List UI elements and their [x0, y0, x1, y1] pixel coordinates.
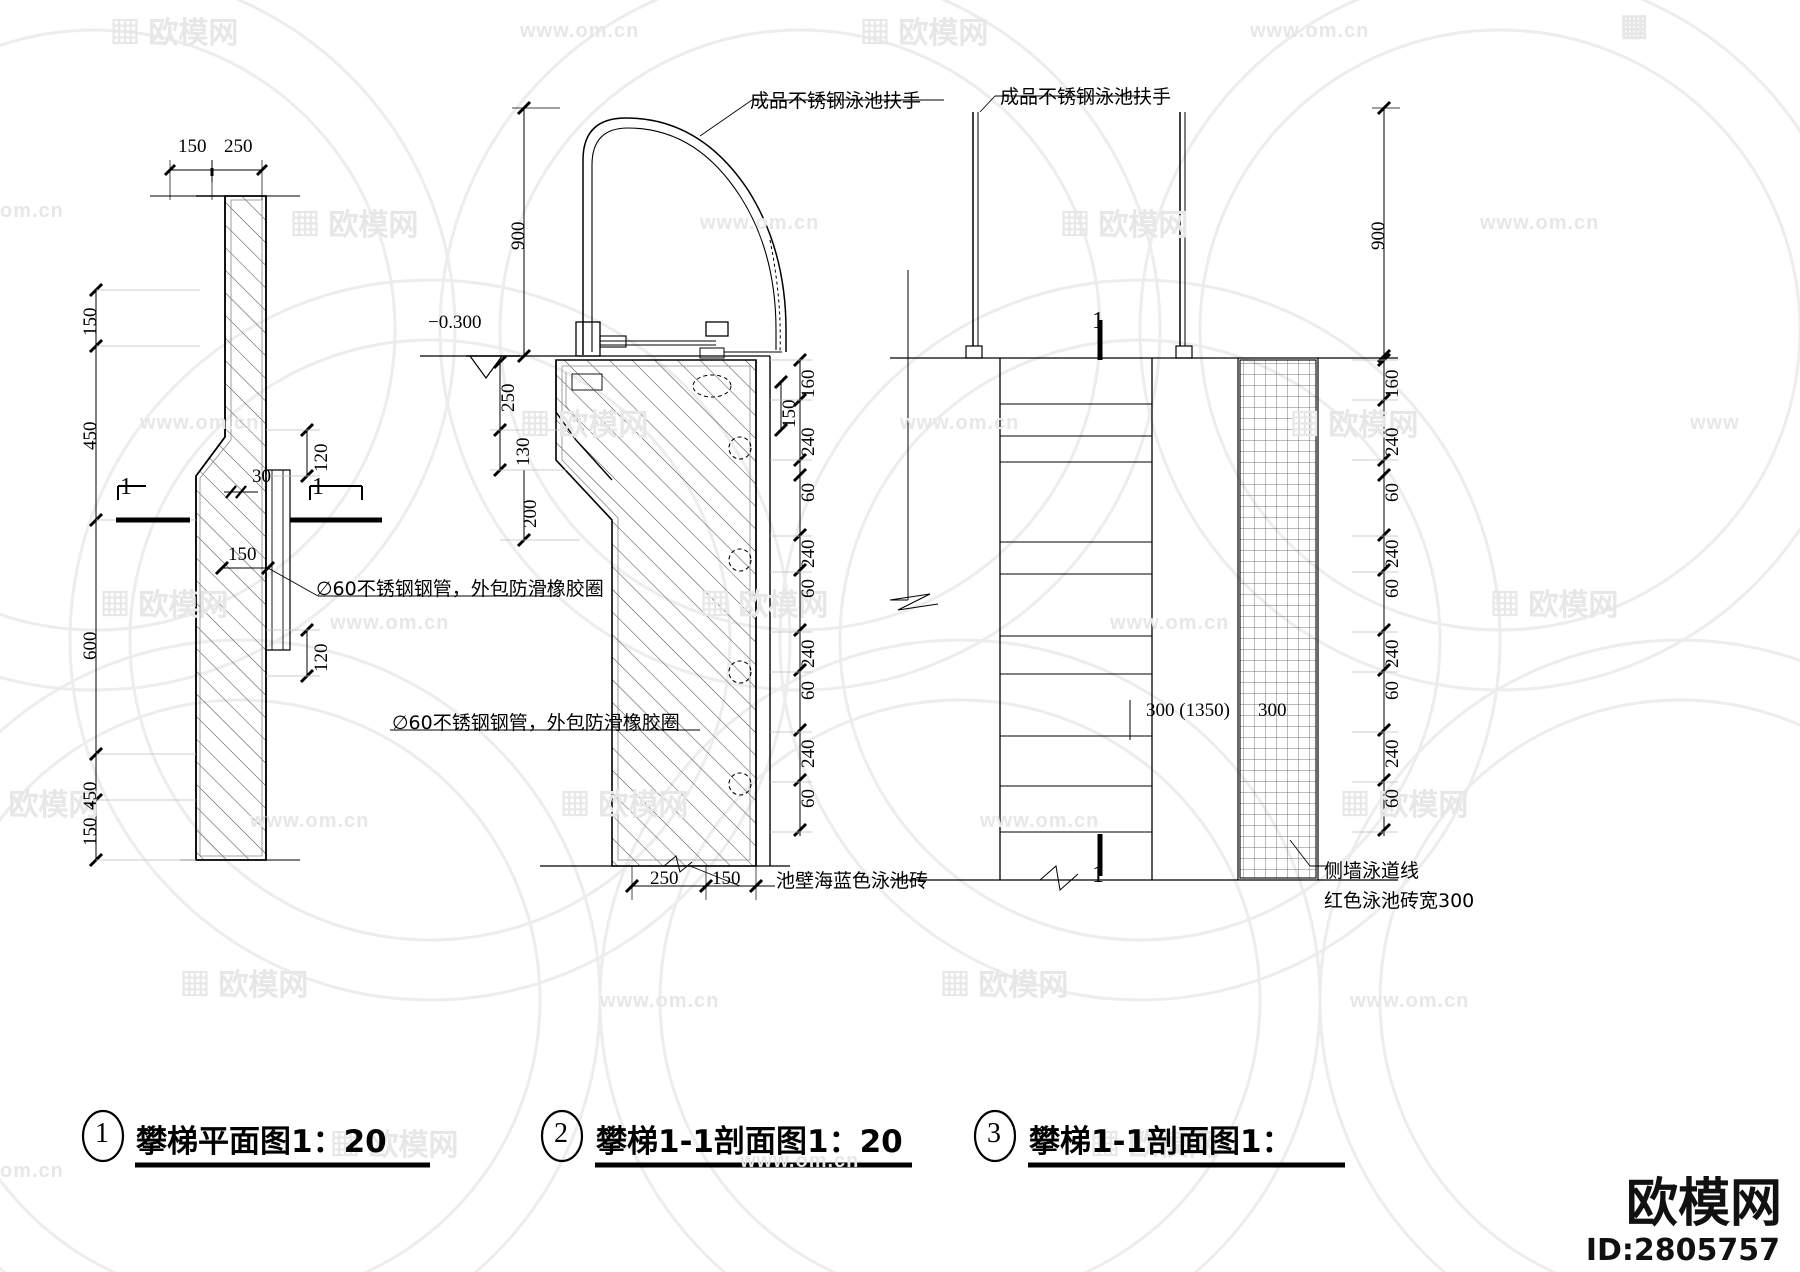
v2-dim-r-60d: 60: [798, 789, 819, 808]
v3-label-handrail: 成品不锈钢泳池扶手: [1000, 86, 1172, 108]
v3-section-mark-top: 1: [1092, 308, 1104, 334]
v2-dim-900: 900: [508, 221, 529, 251]
v3-dim-r-60d: 60: [1382, 789, 1403, 808]
v3-dim-r-60b: 60: [1382, 579, 1403, 598]
v1-dim-left-600: 600: [80, 631, 101, 661]
v1-dim-left-150a: 150: [80, 307, 101, 337]
v1-dim-left-150b: 150: [80, 817, 101, 847]
v3-dim-r-240d: 240: [1382, 739, 1403, 769]
v1-dim-left-450b: 450: [80, 781, 101, 811]
v1-dim-top-150: 150: [178, 136, 207, 157]
v2-dim-r-60b: 60: [798, 579, 819, 598]
v1-section-mark-left: 1: [120, 474, 132, 500]
view-3-geometry: [889, 95, 1400, 891]
view-1-caption: 攀梯平面图1：20: [136, 1124, 387, 1160]
title-block-geometry: [81, 1109, 1345, 1168]
v2-section-mark-left: [312, 474, 318, 501]
v2-dim-bottom-250: 250: [650, 868, 679, 889]
view-3-number: 3: [987, 1118, 1001, 1149]
v1-dim-150-inner: 150: [228, 544, 257, 565]
v3-dim-900: 900: [1368, 221, 1389, 251]
v1-label-pipe: ∅60不锈钢钢管，外包防滑橡胶圈: [316, 578, 604, 600]
v2-level-mark: −0.300: [428, 312, 482, 333]
brand-id: ID:2805757: [1585, 1233, 1780, 1268]
v3-dim-r-60c: 60: [1382, 681, 1403, 700]
v2-dim-r-240a: 240: [798, 427, 819, 457]
v2-label-tile: 池壁海蓝色泳池砖: [776, 870, 929, 892]
v3-dim-r-240c: 240: [1382, 639, 1403, 669]
view-1-geometry: [88, 160, 560, 868]
v3-dim-mid-300: 300: [1258, 700, 1287, 721]
v3-dim-r-60a: 60: [1382, 483, 1403, 502]
v1-dim-top-250: 250: [224, 136, 253, 157]
view-3-caption: 攀梯1-1剖面图1：: [1029, 1124, 1293, 1160]
v2-dim-r-160: 160: [798, 369, 819, 399]
v1-dim-left-450a: 450: [80, 421, 101, 451]
v2-dim-r-60c: 60: [798, 681, 819, 700]
v2-dim-r-60a: 60: [798, 483, 819, 502]
v2-dim-left-200: 200: [520, 499, 541, 529]
view-2-number: 2: [554, 1118, 568, 1149]
v2-dim-bottom-150: 150: [712, 868, 741, 889]
v2-dim-r-240d: 240: [798, 739, 819, 769]
v3-dim-r-240a: 240: [1382, 427, 1403, 457]
v2-dim-r-240b: 240: [798, 539, 819, 569]
v1-dim-right-120a: 120: [311, 443, 332, 473]
v1-dim-right-120b: 120: [311, 643, 332, 673]
brand-logo: 欧模网: [1625, 1174, 1782, 1234]
v2-dim-left-250: 250: [498, 383, 519, 413]
v1-section-mark-right: 1: [312, 474, 324, 500]
v3-dim-r-240b: 240: [1382, 539, 1403, 569]
v3-label-red-tile: 红色泳池砖宽300: [1324, 890, 1475, 912]
v3-section-mark-bottom: 1: [1092, 862, 1104, 888]
view-2-geometry: [308, 99, 944, 900]
v1-dim-30: 30: [252, 466, 271, 487]
view-1-number: 1: [95, 1118, 109, 1149]
v2-label-pipe: ∅60不锈钢钢管，外包防滑橡胶圈: [392, 712, 680, 734]
v2-dim-r-240c: 240: [798, 639, 819, 669]
v2-dim-left-130: 130: [513, 437, 534, 467]
v2-label-handrail: 成品不锈钢泳池扶手: [750, 90, 922, 112]
v3-label-lane-line: 侧墙泳道线: [1324, 860, 1420, 882]
v3-dim-r-160: 160: [1382, 369, 1403, 399]
v2-dim-inner-150: 150: [779, 399, 800, 429]
v3-dim-mid-300-1350: 300 (1350): [1146, 700, 1230, 721]
view-2-caption: 攀梯1-1剖面图1：20: [596, 1124, 903, 1160]
